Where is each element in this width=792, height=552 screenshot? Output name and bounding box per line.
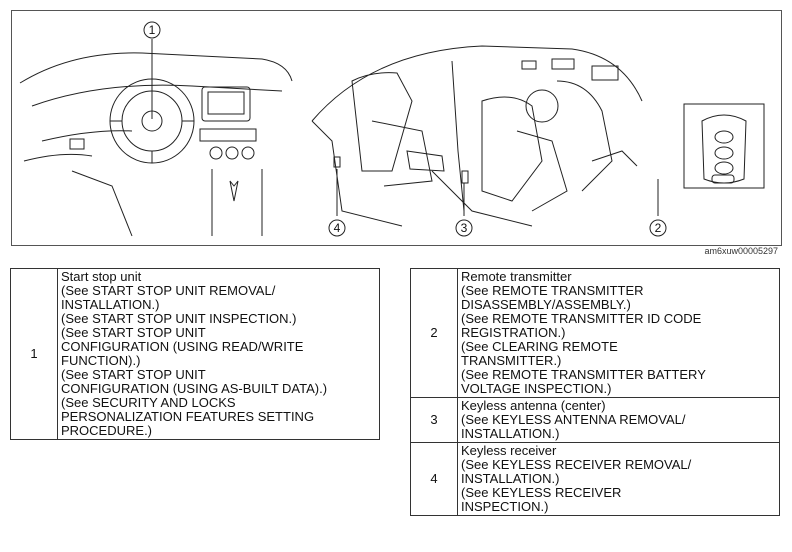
table-row: 4 Keyless receiver (See KEYLESS RECEIVER… xyxy=(410,442,780,516)
cabin-drawing xyxy=(311,45,643,227)
description-line: Keyless receiver xyxy=(461,443,557,458)
reference-link[interactable]: (See REMOTE TRANSMITTER BATTERY xyxy=(461,367,706,382)
component-table-left: 1 Start stop unit (See START STOP UNIT R… xyxy=(10,268,380,440)
row-number: 2 xyxy=(410,268,458,398)
callout-label-3: 3 xyxy=(461,221,468,235)
callout-circle-1 xyxy=(143,21,161,39)
reference-link[interactable]: FUNCTION).) xyxy=(61,353,141,368)
callout-label-1: 1 xyxy=(149,23,156,37)
vehicle-illustration: 1 2 3 4 xyxy=(19,21,765,237)
row-description: Remote transmitter (See REMOTE TRANSMITT… xyxy=(457,268,780,398)
reference-link[interactable]: INSPECTION.) xyxy=(461,499,549,514)
table-row: 2 Remote transmitter (See REMOTE TRANSMI… xyxy=(410,268,780,398)
dashboard-drawing xyxy=(19,52,293,237)
figure-id: am6xuw00005297 xyxy=(704,246,778,256)
reference-link[interactable]: INSTALLATION.) xyxy=(461,471,560,486)
reference-link[interactable]: (See REMOTE TRANSMITTER ID CODE xyxy=(461,311,702,326)
description-line: Remote transmitter xyxy=(461,269,572,284)
reference-link[interactable]: (See START STOP UNIT xyxy=(61,367,206,382)
reference-link[interactable]: CONFIGURATION (USING READ/WRITE xyxy=(61,339,304,354)
reference-link[interactable]: PERSONALIZATION FEATURES SETTING xyxy=(61,409,315,424)
reference-link[interactable]: (See KEYLESS RECEIVER xyxy=(461,485,622,500)
reference-link[interactable]: (See KEYLESS RECEIVER REMOVAL/ xyxy=(461,457,692,472)
callout-circle-2 xyxy=(649,219,667,237)
callout-circle-3 xyxy=(455,219,473,237)
table-row: 3 Keyless antenna (center) (See KEYLESS … xyxy=(410,397,780,443)
row-description: Keyless receiver (See KEYLESS RECEIVER R… xyxy=(457,442,780,516)
callout-label-4: 4 xyxy=(334,221,341,235)
reference-link[interactable]: (See CLEARING REMOTE xyxy=(461,339,618,354)
callout-circle-4 xyxy=(328,219,346,237)
row-number: 4 xyxy=(410,442,458,516)
description-line: Start stop unit xyxy=(61,269,142,284)
reference-link[interactable]: INSTALLATION.) xyxy=(461,426,560,441)
component-table-right: 2 Remote transmitter (See REMOTE TRANSMI… xyxy=(410,268,780,516)
reference-link[interactable]: VOLTAGE INSPECTION.) xyxy=(461,381,612,396)
reference-link[interactable]: TRANSMITTER.) xyxy=(461,353,562,368)
reference-link[interactable]: (See KEYLESS ANTENNA REMOVAL/ xyxy=(461,412,686,427)
reference-link[interactable]: CONFIGURATION (USING AS-BUILT DATA).) xyxy=(61,381,328,396)
reference-link[interactable]: (See START STOP UNIT REMOVAL/ xyxy=(61,283,276,298)
component-location-figure: 1 2 3 4 xyxy=(11,10,782,246)
remote-transmitter-drawing xyxy=(683,103,765,189)
reference-link[interactable]: (See START STOP UNIT INSPECTION.) xyxy=(61,311,297,326)
row-number: 1 xyxy=(10,268,58,440)
callout-label-2: 2 xyxy=(655,221,662,235)
reference-link[interactable]: PROCEDURE.) xyxy=(61,423,153,438)
description-line: Keyless antenna (center) xyxy=(461,398,606,413)
row-number: 3 xyxy=(410,397,458,443)
table-row: 1 Start stop unit (See START STOP UNIT R… xyxy=(10,268,380,440)
reference-link[interactable]: REGISTRATION.) xyxy=(461,325,566,340)
reference-link[interactable]: (See REMOTE TRANSMITTER xyxy=(461,283,644,298)
reference-link[interactable]: DISASSEMBLY/ASSEMBLY.) xyxy=(461,297,631,312)
reference-link[interactable]: INSTALLATION.) xyxy=(61,297,160,312)
reference-link[interactable]: (See START STOP UNIT xyxy=(61,325,206,340)
row-description: Keyless antenna (center) (See KEYLESS AN… xyxy=(457,397,780,443)
row-description: Start stop unit (See START STOP UNIT REM… xyxy=(57,268,380,440)
reference-link[interactable]: (See SECURITY AND LOCKS xyxy=(61,395,236,410)
